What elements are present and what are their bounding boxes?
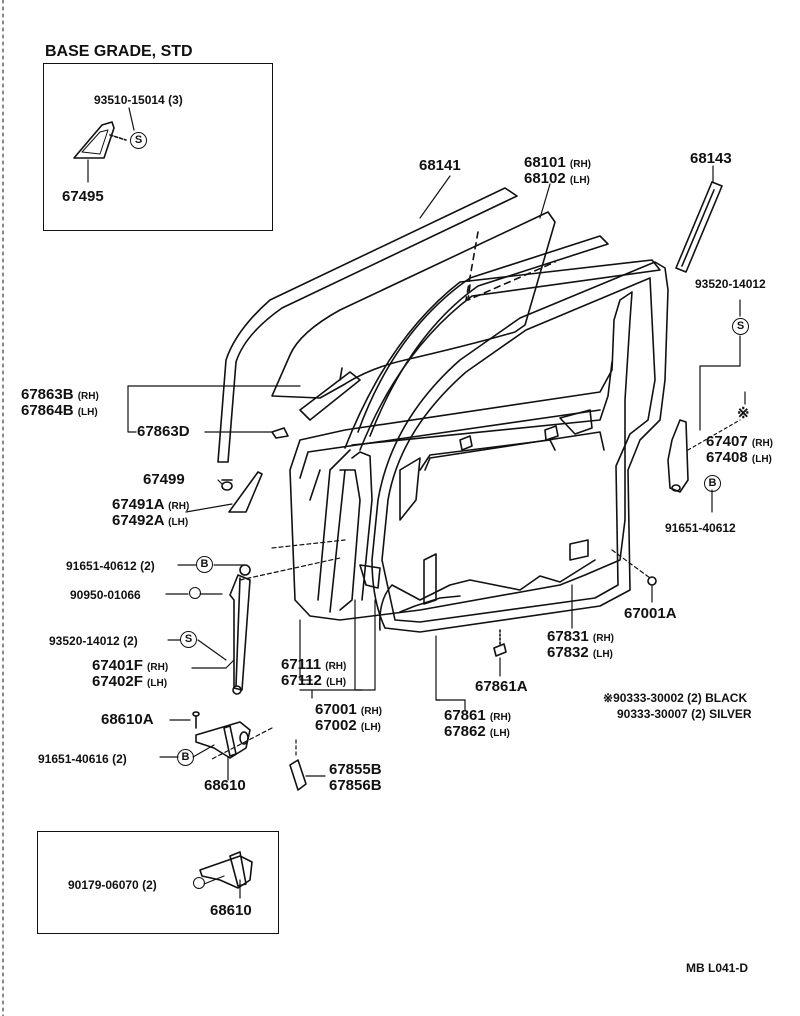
inset-title: BASE GRADE, STD xyxy=(45,43,193,60)
clip-67863D xyxy=(271,427,289,439)
label-91651-40612-left: 91651-40612 (2) xyxy=(66,559,155,573)
check-67401F xyxy=(229,564,251,695)
cover-67495 xyxy=(73,121,127,159)
clip-67861A xyxy=(493,629,507,657)
washer-90179 xyxy=(193,877,205,889)
label-67864B: 67864B (LH) xyxy=(21,402,98,419)
label-67832: 67832 (LH) xyxy=(547,644,613,661)
label-91651-40612-right: 91651-40612 xyxy=(665,521,736,535)
protector-67855B xyxy=(289,759,307,791)
weatherstrip-67831 xyxy=(371,261,669,633)
note-mark-right: ※ xyxy=(737,405,750,422)
note-color-black: ※90333-30002 (2) BLACK xyxy=(603,691,748,705)
weatherstrip-68143 xyxy=(675,181,723,273)
label-67112: 67112 (LH) xyxy=(281,672,347,689)
label-67492A: 67492A (LH) xyxy=(112,512,189,529)
label-67001: 67001 (RH) xyxy=(315,701,382,718)
label-67002: 67002 (LH) xyxy=(315,717,381,734)
label-68610: 68610 xyxy=(204,777,246,794)
symbol-b-left: B xyxy=(196,556,213,573)
label-67111: 67111 (RH) xyxy=(281,656,347,673)
pin-68610A xyxy=(192,711,200,729)
label-67855B: 67855B xyxy=(329,761,382,778)
symbol-b-right: B xyxy=(704,475,721,492)
label-67408: 67408 (LH) xyxy=(706,449,772,466)
trim-67491A xyxy=(228,471,263,513)
inset-box-top xyxy=(43,63,273,231)
run-channel-68141 xyxy=(217,187,518,463)
label-67495: 67495 xyxy=(62,188,104,205)
label-67861: 67861 (RH) xyxy=(444,707,511,724)
label-67863B: 67863B (RH) xyxy=(21,386,99,403)
symbol-s-left: S xyxy=(180,631,197,648)
symbol-s-top: S xyxy=(130,132,147,149)
hinge-cover-67407 xyxy=(667,419,689,493)
label-68610A: 68610A xyxy=(101,711,154,728)
door-glass-68101 xyxy=(271,211,556,399)
diagram-code: MB L041-D xyxy=(686,961,749,975)
label-90950-01066: 90950-01066 xyxy=(70,588,141,602)
label-91651-40616: 91651-40616 (2) xyxy=(38,752,127,766)
label-67402F: 67402F (LH) xyxy=(92,673,168,690)
note-color-silver: 90333-30007 (2) SILVER xyxy=(617,707,752,721)
door-frame-67001 xyxy=(289,235,661,621)
label-93520-14012-left: 93520-14012 (2) xyxy=(49,634,138,648)
label-67856B: 67856B xyxy=(329,777,382,794)
label-93510-15014: 93510-15014 (3) xyxy=(94,93,183,107)
label-68610-alt: 68610 xyxy=(210,902,252,919)
label-93520-14012-right: 93520-14012 xyxy=(695,277,766,291)
symbol-s-right: S xyxy=(732,318,749,335)
label-67499: 67499 xyxy=(143,471,185,488)
hinge-68610-alt xyxy=(199,851,253,889)
label-67831: 67831 (RH) xyxy=(547,628,614,645)
label-67491A: 67491A (RH) xyxy=(112,496,190,513)
sash-bar-67863B xyxy=(299,367,361,421)
inset-box-bottom xyxy=(37,831,279,934)
grommet-67499 xyxy=(221,479,233,491)
symbol-b-hinge: B xyxy=(177,749,194,766)
label-68102: 68102 (LH) xyxy=(524,170,590,187)
label-67001A: 67001A xyxy=(624,605,677,622)
weatherstrip-67861 xyxy=(378,559,596,631)
label-90179-06070: 90179-06070 (2) xyxy=(68,878,157,892)
label-68101: 68101 (RH) xyxy=(524,154,591,171)
label-68143: 68143 xyxy=(690,150,732,167)
label-67407: 67407 (RH) xyxy=(706,433,773,450)
label-68141: 68141 xyxy=(419,157,461,174)
bumper-67001A xyxy=(647,576,657,586)
label-67861A: 67861A xyxy=(475,678,528,695)
hinge-68610 xyxy=(195,721,251,759)
label-67862: 67862 (LH) xyxy=(444,723,510,740)
leader-lines xyxy=(87,107,746,899)
label-67401F: 67401F (RH) xyxy=(92,657,169,674)
washer-90950 xyxy=(189,587,201,599)
label-67863D: 67863D xyxy=(137,423,190,440)
